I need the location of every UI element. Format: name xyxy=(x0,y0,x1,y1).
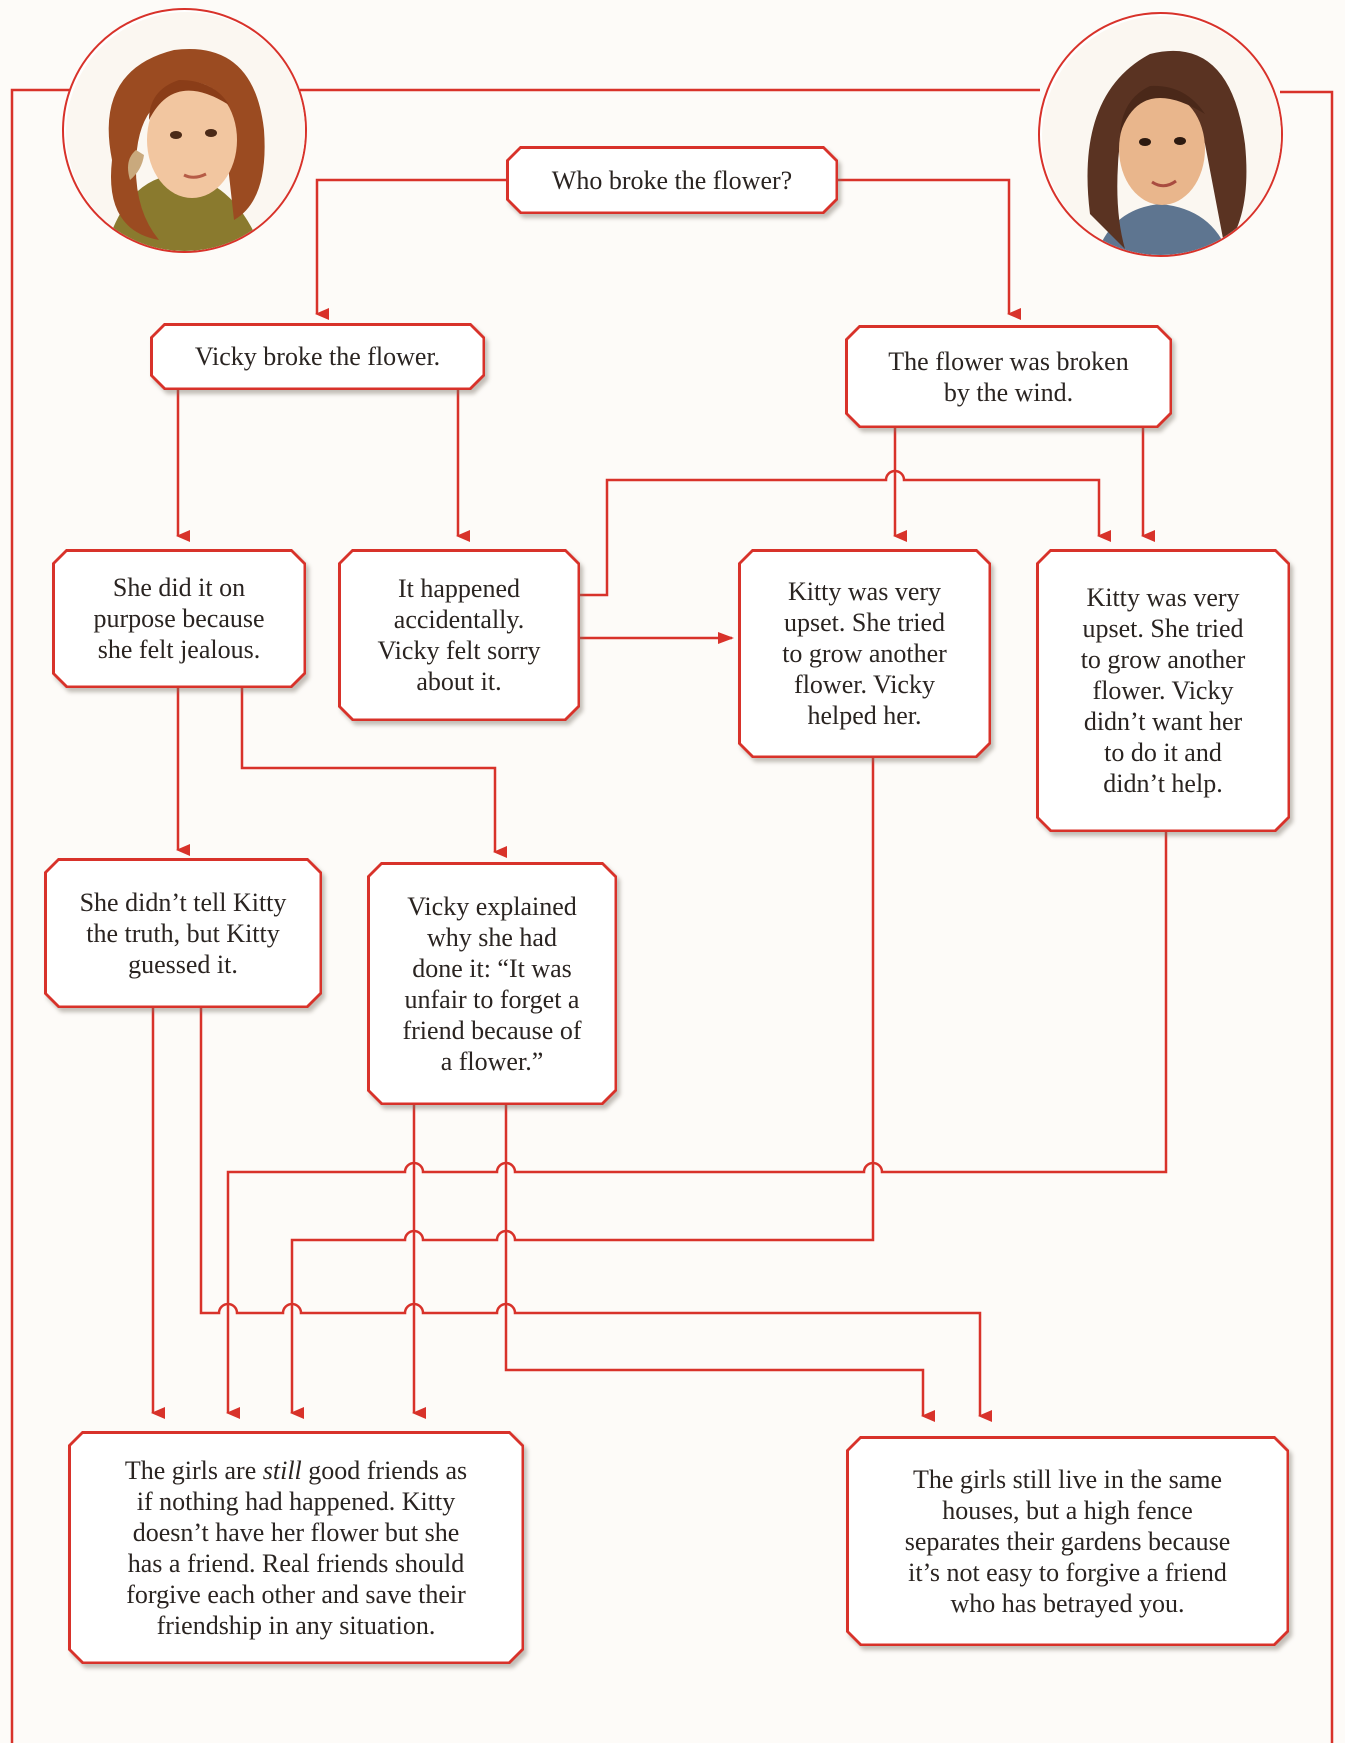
outer-frame xyxy=(10,88,1334,1743)
edge-question-wind xyxy=(838,178,1021,320)
edge-explained-fence xyxy=(504,1105,935,1422)
edge-helped-good xyxy=(290,758,875,1419)
node-didnt-tell: She didn’t tell Kitty the truth, but Kit… xyxy=(44,858,322,1008)
girl-illustration-left xyxy=(66,12,305,251)
accident-text: It happened accidentally. Vicky felt sor… xyxy=(377,574,541,696)
good-friends-emphasis: still xyxy=(262,1455,302,1485)
node-kitty-no-help: Kitty was very upset. She tried to grow … xyxy=(1036,549,1290,832)
vicky-broke-text: Vicky broke the flower. xyxy=(194,342,441,371)
good-friends-text: The girls are still good friends as if n… xyxy=(68,1431,524,1664)
edge-purpose-explained xyxy=(240,688,507,858)
explained-text: Vicky explained why she had done it: “It… xyxy=(402,891,582,1076)
node-question: Who broke the flower? xyxy=(506,146,838,214)
on-purpose-text: She did it on purpose because she felt j… xyxy=(93,573,265,664)
good-friends-pre: The girls are xyxy=(124,1455,263,1485)
fence-text: The girls still live in the same houses,… xyxy=(904,1464,1231,1618)
kitty-no-help-text: Kitty was very upset. She tried to grow … xyxy=(1080,583,1246,798)
node-accident: It happened accidentally. Vicky felt sor… xyxy=(338,549,580,721)
girl-illustration-right xyxy=(1042,16,1281,255)
vicky-portrait xyxy=(62,8,307,253)
edge-question-vicky xyxy=(315,178,508,320)
kitty-portrait xyxy=(1038,12,1283,257)
node-wind: The flower was broken by the wind. xyxy=(845,325,1172,428)
edge-accident-kitty-nohelp xyxy=(580,469,1111,597)
question-text: Who broke the flower? xyxy=(551,165,793,195)
kitty-helped-text: Kitty was very upset. She tried to grow … xyxy=(782,577,947,730)
node-vicky-broke: Vicky broke the flower. xyxy=(150,323,485,390)
node-good-friends: The girls are still good friends as if n… xyxy=(68,1431,524,1664)
node-kitty-helped: Kitty was very upset. She tried to grow … xyxy=(738,549,991,758)
node-fence: The girls still live in the same houses,… xyxy=(846,1436,1289,1646)
node-on-purpose: She did it on purpose because she felt j… xyxy=(52,549,306,688)
didnt-tell-text: She didn’t tell Kitty the truth, but Kit… xyxy=(79,887,287,979)
wind-text: The flower was broken by the wind. xyxy=(888,346,1129,407)
node-explained: Vicky explained why she had done it: “It… xyxy=(367,862,617,1105)
edge-didnttell-fence xyxy=(199,1008,992,1422)
good-friends-post: good friends as if nothing had happened.… xyxy=(126,1455,468,1640)
